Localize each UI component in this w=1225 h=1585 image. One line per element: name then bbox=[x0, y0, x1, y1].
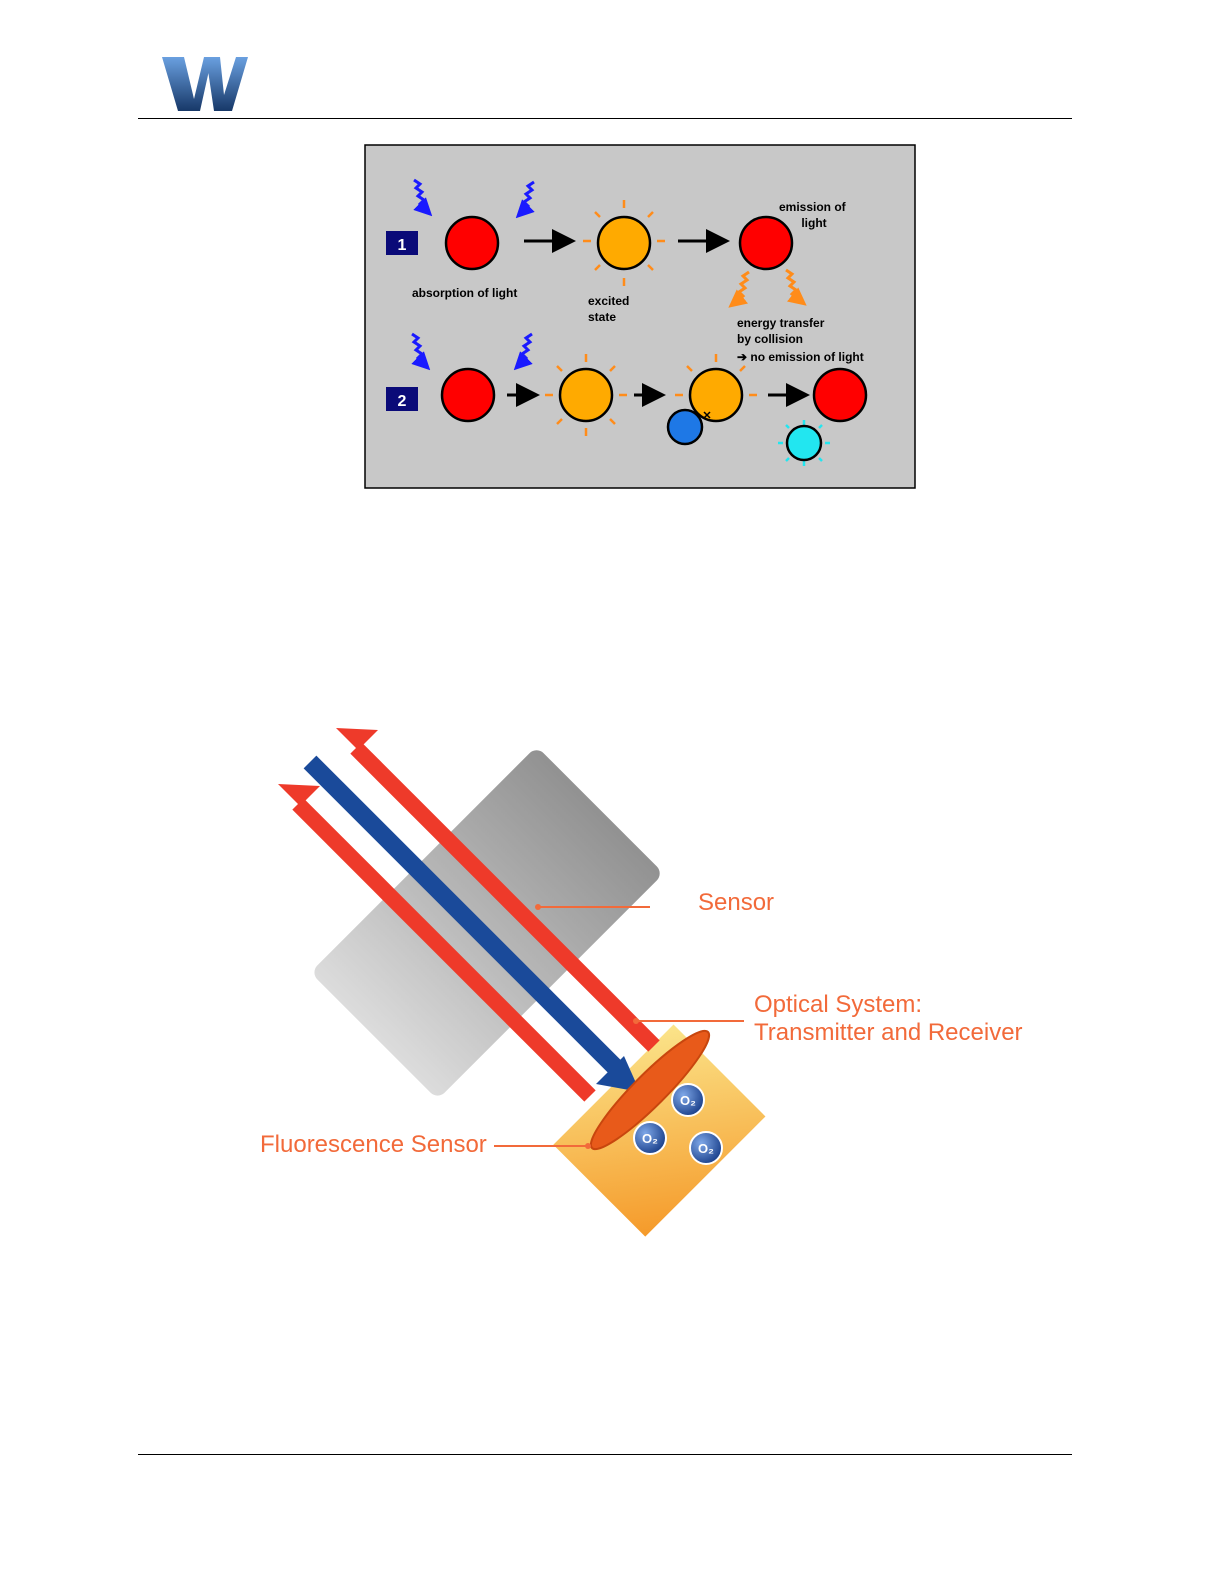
svg-text:O₂: O₂ bbox=[698, 1141, 714, 1156]
step2-badge-text: 2 bbox=[398, 393, 407, 410]
header-rule bbox=[138, 118, 1072, 119]
emitting-molecule bbox=[740, 217, 792, 269]
optical-sensor-diagram: O₂ O₂ O₂ Sensor Optical System: Transmit… bbox=[250, 720, 1050, 1240]
svg-text:O₂: O₂ bbox=[680, 1093, 696, 1108]
oxygen-molecule: O₂ bbox=[672, 1084, 704, 1116]
footer-rule bbox=[138, 1454, 1072, 1455]
sensor-label: Sensor bbox=[698, 889, 774, 916]
excited-quencher-molecule bbox=[787, 426, 821, 460]
fluorescence-quenching-diagram: 1 absorption of light excited state emis… bbox=[364, 144, 916, 489]
svg-text:O₂: O₂ bbox=[642, 1131, 658, 1146]
company-logo-icon bbox=[160, 55, 250, 113]
excited-state-molecule bbox=[598, 217, 650, 269]
ground-state-molecule bbox=[814, 369, 866, 421]
oxygen-molecule: O₂ bbox=[634, 1122, 666, 1154]
ground-state-molecule bbox=[442, 369, 494, 421]
excited-state-molecule bbox=[560, 369, 612, 421]
ground-state-molecule bbox=[446, 217, 498, 269]
oxygen-molecule: O₂ bbox=[690, 1132, 722, 1164]
absorption-label: absorption of light bbox=[412, 286, 517, 300]
excited-state-molecule bbox=[690, 369, 742, 421]
quencher-molecule bbox=[668, 410, 702, 444]
fluorescence-sensor-label: Fluorescence Sensor bbox=[260, 1131, 487, 1158]
optical-system-label: Optical System: Transmitter and Receiver bbox=[754, 991, 1023, 1046]
diagram-frame bbox=[365, 145, 915, 488]
sensor-tube bbox=[310, 746, 664, 1100]
step1-badge-text: 1 bbox=[398, 237, 407, 254]
